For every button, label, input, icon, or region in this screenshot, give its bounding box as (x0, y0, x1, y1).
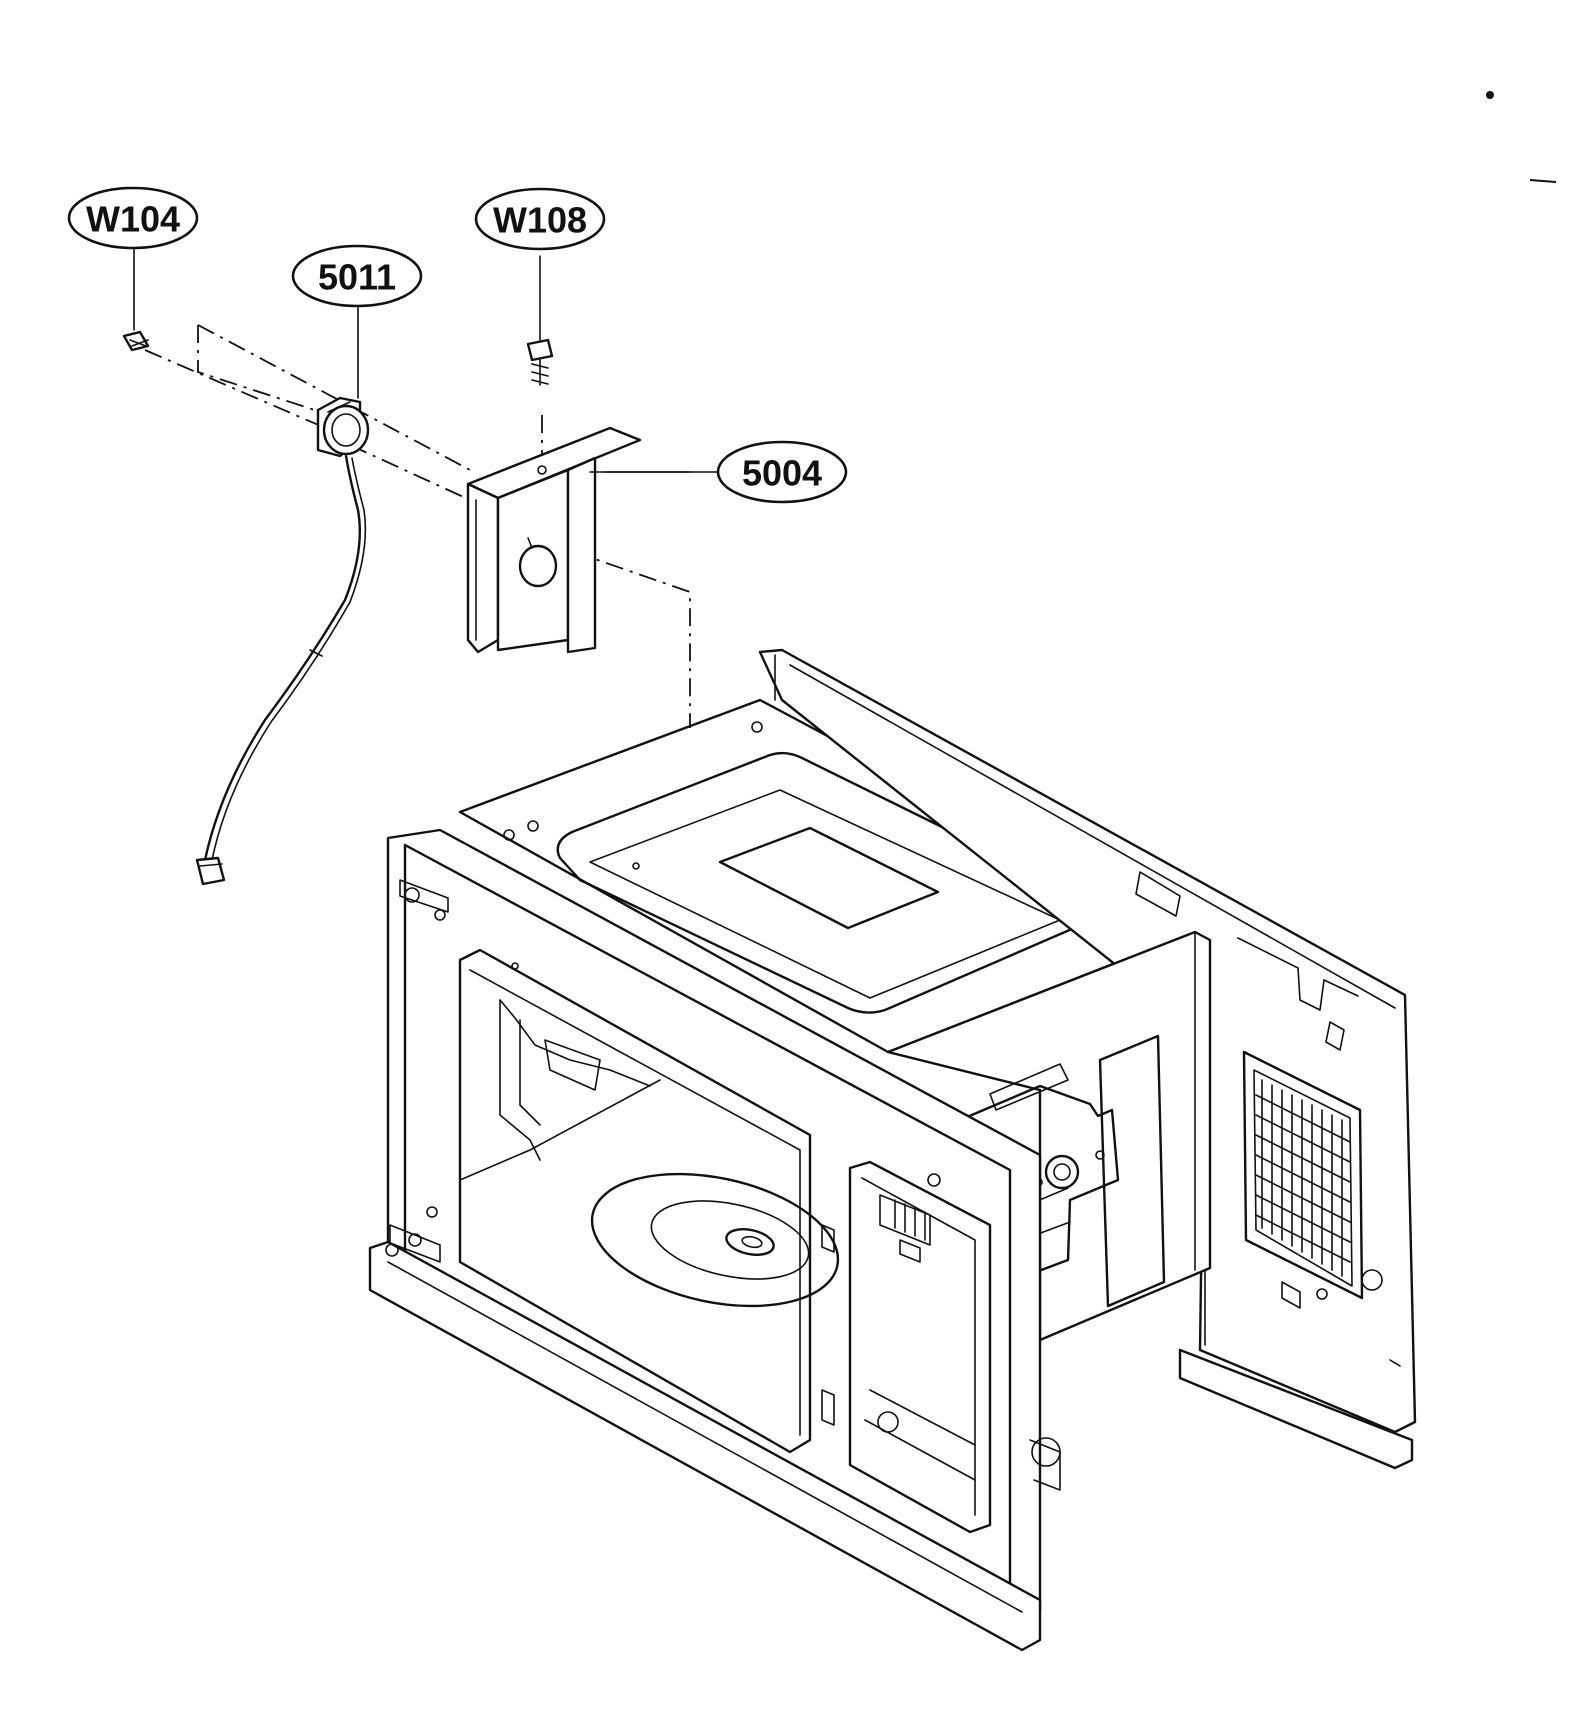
callout-w108: W108 (474, 187, 606, 251)
callout-5011: 5011 (291, 244, 423, 308)
stray-mark (1486, 91, 1494, 99)
bracket-5004 (466, 426, 721, 654)
screw-w108 (526, 255, 554, 386)
thermostat-sensor-5011 (195, 303, 370, 886)
vent-grille (1242, 1050, 1364, 1300)
assembly-guide-lines (144, 324, 691, 728)
callout-label-5011: 5011 (318, 257, 396, 298)
callout-label-w108: W108 (493, 200, 587, 241)
callout-label-5004: 5004 (742, 453, 822, 494)
screw-w104 (122, 245, 150, 352)
stray-mark (1529, 179, 1557, 183)
callout-label-w104: W104 (86, 199, 180, 240)
oven-cavity-chassis (368, 648, 1417, 1652)
callout-w104: W104 (67, 186, 199, 250)
callout-5004: 5004 (716, 440, 848, 504)
